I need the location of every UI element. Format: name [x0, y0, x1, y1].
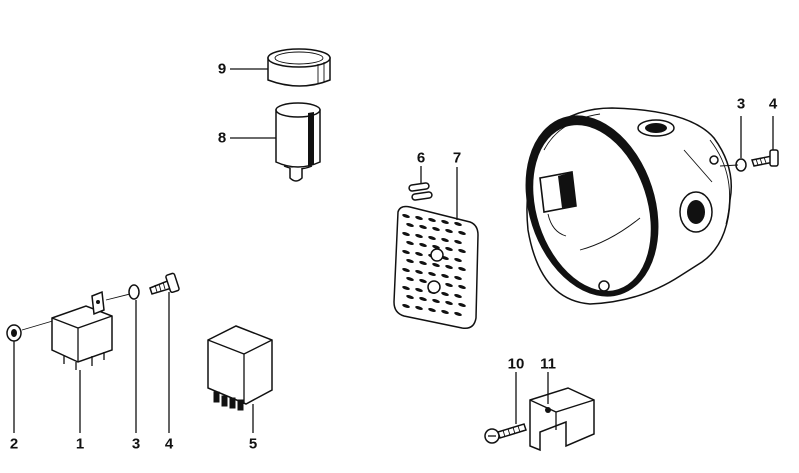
plate-hole	[402, 214, 410, 218]
plate-hole	[402, 250, 410, 254]
plate-hole	[419, 279, 427, 283]
plate-hole	[454, 258, 462, 262]
callout-2: 2	[9, 435, 19, 453]
headlamp-housing	[525, 107, 733, 305]
plate-hole	[406, 241, 414, 245]
part-3-washer-middle	[128, 284, 140, 433]
callout-8: 8	[217, 129, 227, 147]
callout-11: 11	[540, 355, 556, 373]
plate-hole	[415, 252, 423, 256]
plate-hole	[441, 238, 449, 242]
callout-4-middle: 4	[164, 435, 174, 453]
plate-hole	[445, 283, 453, 287]
plate-hole	[454, 276, 462, 280]
callout-3-middle: 3	[131, 435, 141, 453]
plate-hole	[432, 227, 440, 231]
plate-hole	[445, 229, 453, 233]
plate-hole	[441, 220, 449, 224]
plate-hole	[441, 274, 449, 278]
part-9-ring	[230, 48, 331, 87]
plate-hole	[458, 249, 466, 253]
plate-hole	[458, 231, 466, 235]
plate-hole	[406, 295, 414, 299]
plate-hole	[445, 301, 453, 305]
plate-hole	[441, 310, 449, 314]
plate-hole	[454, 312, 462, 316]
plate-hole	[419, 297, 427, 301]
plate-hole	[406, 223, 414, 227]
plate-hole	[419, 225, 427, 229]
plate-hole	[402, 268, 410, 272]
plate-hole	[428, 218, 436, 222]
plate-hole	[445, 247, 453, 251]
plate-hole	[458, 267, 466, 271]
plate-hole	[454, 294, 462, 298]
plate-hole	[458, 303, 466, 307]
plate-hole	[415, 216, 423, 220]
part-8-flasher-can	[230, 102, 321, 182]
part-10-screw	[484, 372, 527, 444]
callout-9: 9	[217, 60, 227, 78]
callout-3-right: 3	[736, 95, 746, 113]
plate-hole	[402, 286, 410, 290]
plate-hole	[415, 288, 423, 292]
plate-hole	[402, 232, 410, 236]
plate-hole	[454, 240, 462, 244]
plate-hole	[432, 299, 440, 303]
part-11-bracket	[529, 372, 595, 452]
plate-hole	[419, 243, 427, 247]
plate-hole	[458, 285, 466, 289]
callout-5: 5	[248, 435, 258, 453]
plate-hole	[415, 306, 423, 310]
plate-hole	[428, 272, 436, 276]
part-2-nut	[6, 319, 57, 433]
plate-hole	[428, 236, 436, 240]
plate-hole	[402, 304, 410, 308]
callout-6: 6	[416, 149, 426, 167]
part-6-pins	[408, 166, 433, 201]
plate-hole	[428, 308, 436, 312]
part-5-relay-box	[207, 325, 273, 433]
part-4-screw-right	[719, 116, 779, 167]
plate-hole	[406, 277, 414, 281]
callout-1: 1	[75, 435, 85, 453]
plate-hole	[432, 263, 440, 267]
plate-hole	[415, 234, 423, 238]
plate-hole	[432, 245, 440, 249]
callout-7: 7	[452, 149, 462, 167]
plate-hole	[445, 265, 453, 269]
callout-4-right: 4	[768, 95, 778, 113]
plate-hole	[419, 261, 427, 265]
plate-hole	[406, 259, 414, 263]
part-1-relay	[51, 290, 131, 433]
part-3-washer-right	[735, 116, 747, 172]
plate-hole	[441, 292, 449, 296]
part-7-plate	[393, 167, 479, 330]
part-4-screw-middle	[149, 272, 180, 433]
plate-hole	[454, 222, 462, 226]
callout-10: 10	[507, 355, 525, 373]
plate-hole	[415, 270, 423, 274]
